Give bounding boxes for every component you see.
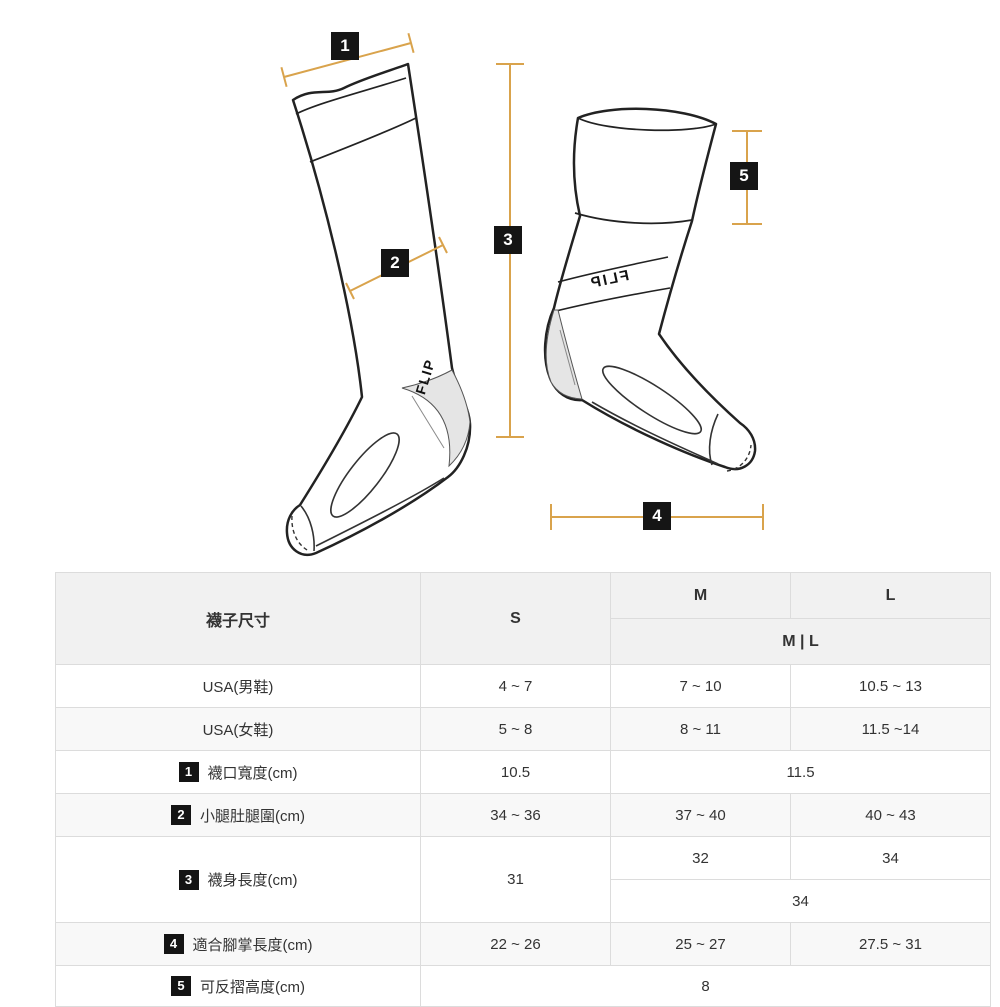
col-header-m: M <box>610 572 791 619</box>
value-l: 27.5 ~ 31 <box>790 922 991 966</box>
value-m: 37 ~ 40 <box>610 793 791 837</box>
dimension-labels: 1 2 3 4 5 <box>331 32 758 530</box>
table-row-usa-men: USA(男鞋) 4 ~ 7 7 ~ 10 10.5 ~ 13 <box>55 664 991 708</box>
dim-label-5-text: 5 <box>739 166 748 185</box>
dim-label-4: 4 <box>643 502 671 530</box>
value-m: 32 <box>610 836 791 880</box>
sock-left-instep-panel <box>330 432 400 518</box>
table-title: 襪子尺寸 <box>55 572 421 665</box>
dim-label-1: 1 <box>331 32 359 60</box>
value-l: 11.5 ~14 <box>790 707 991 751</box>
sock-right-toe-stitches <box>726 444 752 472</box>
sock-right-illustration: FLIP <box>543 107 757 472</box>
sock-right-outline <box>543 107 757 471</box>
row-number-badge: 5 <box>171 976 191 996</box>
dim-2-ticks <box>345 236 448 300</box>
dim-label-2: 2 <box>381 249 409 277</box>
value-l: 10.5 ~ 13 <box>790 664 991 708</box>
sock-right-band-upper-line <box>557 256 669 283</box>
dim-5-ticks <box>732 130 762 225</box>
row-label-cell: 1 襪口寬度(cm) <box>55 750 421 794</box>
dim-label-4-text: 4 <box>652 506 662 525</box>
row-label: USA(男鞋) <box>202 678 274 696</box>
value-m: 7 ~ 10 <box>610 664 791 708</box>
table-row-sock-length-a: 3 襪身長度(cm) 31 32 34 <box>55 836 991 923</box>
dim-label-3: 3 <box>494 226 522 254</box>
row-label-cell: 3 襪身長度(cm) <box>55 836 421 923</box>
row-label-cell: 4 適合腳掌長度(cm) <box>55 922 421 966</box>
dim-3-ticks <box>496 63 524 438</box>
value-s: 4 ~ 7 <box>420 664 611 708</box>
row-number-badge: 4 <box>163 934 184 954</box>
value-s: 22 ~ 26 <box>420 922 611 966</box>
row-label-cell: 2 小腿肚腿圍(cm) <box>55 793 421 837</box>
value-l: 40 ~ 43 <box>790 793 991 837</box>
dim-label-5: 5 <box>730 162 758 190</box>
sock-right-sole-seam <box>591 401 719 465</box>
row-label-cell: 5 可反摺高度(cm) <box>55 965 421 1007</box>
table-row-foot-length: 4 適合腳掌長度(cm) 22 ~ 26 25 ~ 27 27.5 ~ 31 <box>55 922 991 966</box>
sock-measurement-diagram: FLIP FLIP <box>280 32 764 556</box>
table-row-cuff-width: 1 襪口寬度(cm) 10.5 11.5 <box>55 750 991 794</box>
dim-label-3-text: 3 <box>503 230 512 249</box>
dim-label-1-text: 1 <box>340 36 349 55</box>
sock-right-band-lower-line <box>551 287 671 313</box>
row-number-badge: 3 <box>178 869 199 890</box>
value-ml: 11.5 <box>610 750 991 794</box>
value-s: 31 <box>420 836 611 923</box>
sock-left-cuff-band-line <box>309 117 417 163</box>
sock-right-toe-cap-line <box>708 413 719 466</box>
row-label: 小腿肚腿圍(cm) <box>200 807 305 825</box>
col-header-ml: M | L <box>610 618 991 665</box>
dim-4-ticks <box>550 504 764 530</box>
header-row-2: M | L <box>56 618 991 665</box>
col-header-s: S <box>420 572 611 665</box>
row-label: 襪身長度(cm) <box>207 872 298 889</box>
sock-size-table: 襪子尺寸 S M L M | L USA(男鞋) 4 ~ 7 7 ~ 10 10… <box>55 572 991 1007</box>
table-row-fold-height: 5 可反摺高度(cm) 8 <box>55 965 991 1007</box>
value-s: 10.5 <box>420 750 611 794</box>
value-l: 34 <box>790 836 991 880</box>
value-s: 5 ~ 8 <box>420 707 611 751</box>
dim-label-2-text: 2 <box>390 253 399 272</box>
value-all: 8 <box>420 965 991 1007</box>
sock-left-sole-seam <box>315 477 445 547</box>
sock-left-heel-patch <box>401 369 471 468</box>
row-number-badge: 1 <box>178 762 199 782</box>
diagram-canvas: FLIP FLIP <box>280 32 764 556</box>
sock-left-illustration: FLIP <box>285 62 472 556</box>
sock-right-cuff-fold-line <box>574 212 693 225</box>
sock-right-heel-line <box>559 329 576 386</box>
sock-right-instep-panel <box>601 365 703 435</box>
row-label: 適合腳掌長度(cm) <box>192 936 313 954</box>
value-s: 34 ~ 36 <box>420 793 611 837</box>
row-number-badge: 2 <box>171 805 191 825</box>
value-m: 8 ~ 11 <box>610 707 791 751</box>
header-row-1: 襪子尺寸 S M L <box>55 572 991 665</box>
value-ml: 34 <box>610 879 991 923</box>
col-header-l: L <box>790 572 991 619</box>
row-label-cell: USA(男鞋) <box>55 664 421 708</box>
sock-left-heel-line <box>411 395 445 449</box>
sock-left-toe-stitches <box>291 515 310 552</box>
table-row-calf-girth: 2 小腿肚腿圍(cm) 34 ~ 36 37 ~ 40 40 ~ 43 <box>55 793 991 837</box>
dim-1-ticks <box>280 33 415 87</box>
value-m: 25 ~ 27 <box>610 922 791 966</box>
sock-left-outline <box>285 62 472 556</box>
row-label: 可反摺高度(cm) <box>200 978 305 996</box>
row-label: 襪口寬度(cm) <box>207 764 298 782</box>
sock-right-opening-rim <box>577 117 717 132</box>
sock-left-toe-cap-line <box>300 505 315 552</box>
sock-left-cuff-line <box>295 77 407 115</box>
row-label: USA(女鞋) <box>202 721 274 739</box>
table-row-usa-women: USA(女鞋) 5 ~ 8 8 ~ 11 11.5 ~14 <box>55 707 991 751</box>
row-label-cell: USA(女鞋) <box>55 707 421 751</box>
